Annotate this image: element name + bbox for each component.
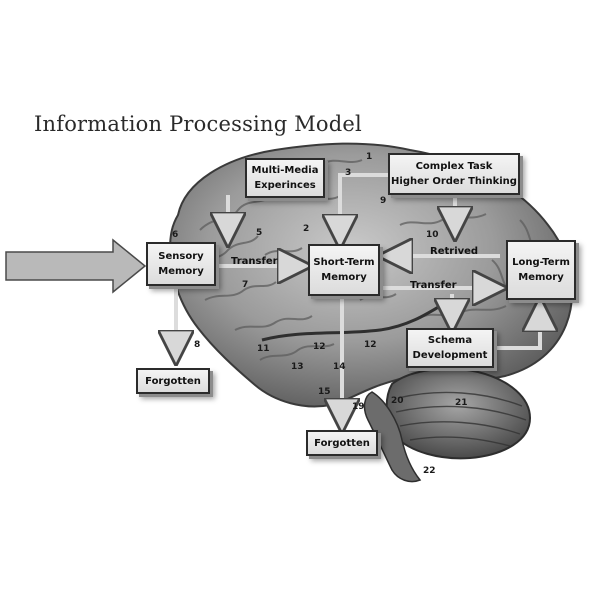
long-term-memory-box: Long-Term Memory [506, 240, 576, 300]
long-term-line-2: Memory [518, 272, 564, 283]
sensory-memory-line-2: Memory [158, 266, 204, 277]
transfer-label-2: Transfer [410, 280, 457, 291]
schema-development-box: Schema Development [406, 328, 494, 368]
region-number: 21 [455, 398, 468, 408]
region-number: 22 [423, 466, 436, 476]
short-term-line-2: Memory [321, 272, 367, 283]
forgotten-box-center: Forgotten [306, 430, 378, 456]
multimedia-line-2: Experinces [254, 180, 316, 191]
sensory-memory-box: Sensory Memory [146, 242, 216, 286]
region-number: 14 [333, 362, 346, 372]
retrived-label: Retrived [430, 246, 479, 257]
region-number: 7 [242, 280, 249, 290]
region-number: 12 [364, 340, 377, 350]
region-number: 11 [257, 344, 270, 354]
multimedia-line-1: Multi-Media [251, 165, 319, 176]
transfer-label-1: Transfer [231, 256, 278, 267]
region-number: 8 [194, 340, 201, 350]
sensory-memory-line-1: Sensory [158, 251, 204, 262]
forgotten-center-label: Forgotten [314, 437, 370, 449]
long-term-line-1: Long-Term [512, 257, 570, 268]
region-number: 19 [352, 402, 365, 412]
region-number: 1 [366, 152, 373, 162]
schema-line-2: Development [412, 350, 488, 361]
region-number: 10 [426, 230, 439, 240]
region-number: 9 [380, 196, 387, 206]
complex-task-box: Complex Task Higher Order Thinking [388, 153, 520, 195]
region-number: 12 [313, 342, 326, 352]
input-arrow [5, 238, 147, 294]
region-number: 5 [256, 228, 263, 238]
region-number: 13 [291, 362, 304, 372]
schema-line-1: Schema [427, 335, 473, 346]
region-number: 2 [303, 224, 310, 234]
forgotten-box-left: Forgotten [136, 368, 210, 394]
multimedia-experiences-box: Multi-Media Experinces [245, 158, 325, 198]
region-number: 15 [318, 387, 331, 397]
complex-task-line-2: Higher Order Thinking [391, 176, 517, 187]
diagram-title: Information Processing Model [34, 112, 362, 136]
region-number: 20 [391, 396, 404, 406]
complex-task-line-1: Complex Task [415, 161, 493, 172]
brainstem-shape [363, 391, 422, 483]
short-term-memory-box: Short-Term Memory [308, 244, 380, 296]
forgotten-left-label: Forgotten [145, 375, 201, 387]
region-number: 3 [345, 168, 352, 178]
region-number: 6 [172, 230, 179, 240]
short-term-line-1: Short-Term [313, 257, 375, 268]
